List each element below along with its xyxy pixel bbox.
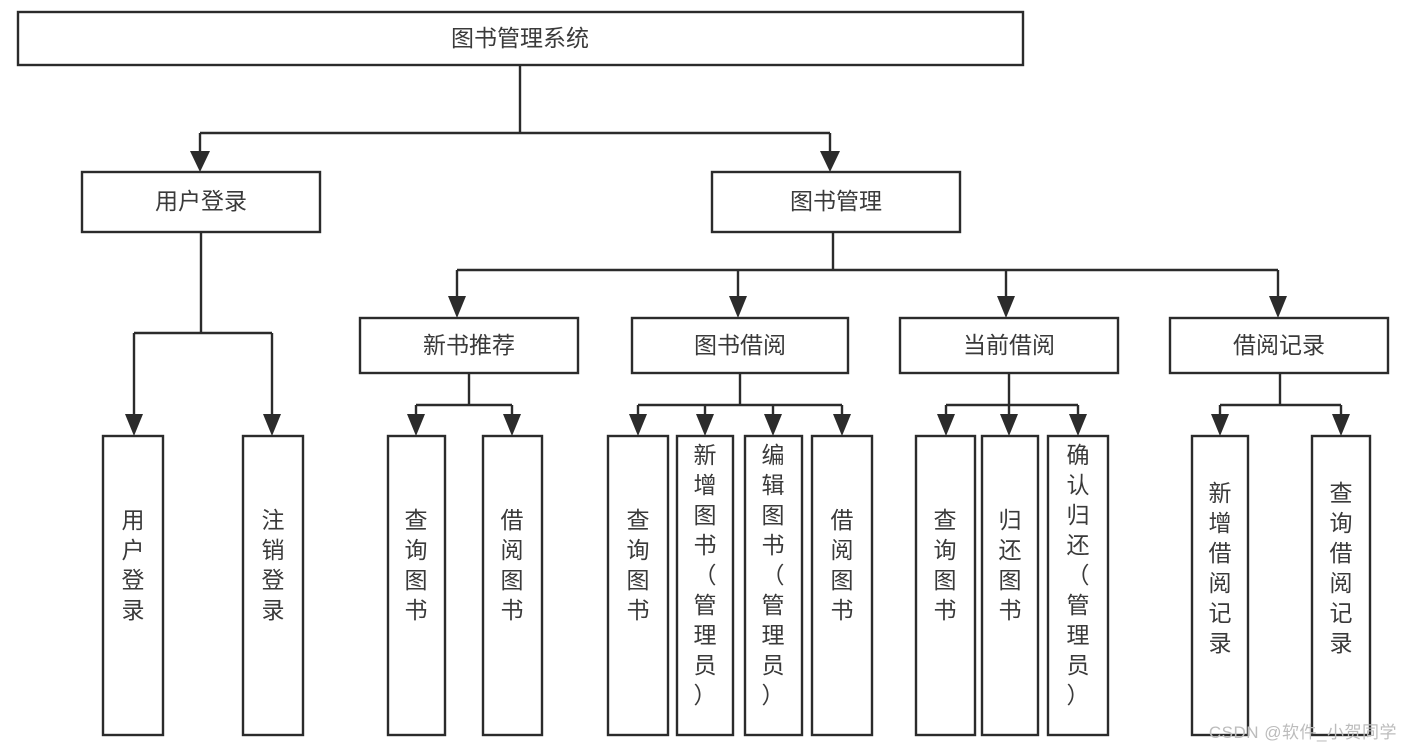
node-leaf-return-book[interactable]: 归还图书 [980,434,1040,737]
node-root[interactable]: 图书管理系统 [16,10,1025,67]
node-leaf-query-book-3-label: 查询图书 [934,507,957,623]
node-book-borrow-box[interactable] [630,316,850,375]
node-leaf-borrow-book-1[interactable]: 借阅图书 [481,434,544,737]
connector-layer [125,65,1350,436]
node-user-login[interactable]: 用户登录 [80,170,322,234]
node-book-manage[interactable]: 图书管理 [710,170,962,234]
node-leaf-query-book-2-label: 查询图书 [627,507,650,623]
node-leaf-user-login[interactable]: 用户登录 [101,434,165,737]
node-leaf-borrow-book-2[interactable]: 借阅图书 [810,434,874,737]
node-leaf-query-book-2-box[interactable] [606,434,670,737]
node-leaf-confirm-return[interactable]: 确认归还（管理员） [1046,434,1110,737]
node-borrow-record-box[interactable] [1168,316,1390,375]
node-leaf-query-book-1[interactable]: 查询图书 [386,434,447,737]
arrow-head-leaf-user-logout [263,414,281,436]
node-leaf-user-logout-box[interactable] [241,434,305,737]
arrow-head-current-borrow [997,296,1015,318]
node-new-book-recommend[interactable]: 新书推荐 [358,316,580,375]
arrow-head-leaf-query-book-1 [407,414,425,436]
node-leaf-query-book-3-box[interactable] [914,434,977,737]
node-root-box[interactable] [16,10,1025,67]
arrow-head-book-borrow [729,296,747,318]
node-leaf-borrow-book-1-box[interactable] [481,434,544,737]
node-leaf-confirm-return-box[interactable] [1046,434,1110,737]
node-leaf-user-login-label: 用户登录 [122,507,145,623]
arrow-head-leaf-add-book [696,414,714,436]
node-current-borrow-box[interactable] [898,316,1120,375]
node-new-book-recommend-box[interactable] [358,316,580,375]
node-user-login-box[interactable] [80,170,322,234]
arrow-head-leaf-edit-book [764,414,782,436]
node-borrow-record-label: 借阅记录 [1233,332,1325,358]
node-leaf-add-book-box[interactable] [675,434,735,737]
node-leaf-return-book-label: 归还图书 [999,507,1022,623]
node-leaf-edit-book-box[interactable] [743,434,804,737]
node-leaf-query-borrow-record-box[interactable] [1310,434,1372,737]
node-leaf-query-book-1-box[interactable] [386,434,447,737]
node-leaf-add-book[interactable]: 新增图书（管理员） [675,434,735,737]
node-current-borrow[interactable]: 当前借阅 [898,316,1120,375]
node-leaf-edit-book[interactable]: 编辑图书（管理员） [743,434,804,737]
arrow-head-user-login [190,151,210,172]
node-new-book-recommend-label: 新书推荐 [423,332,515,358]
arrow-head-leaf-confirm-return [1069,414,1087,436]
node-leaf-return-book-box[interactable] [980,434,1040,737]
node-leaf-user-logout-label: 注销登录 [262,507,285,623]
arrow-head-leaf-query-book-3 [937,414,955,436]
arrow-head-book-manage [820,151,840,172]
node-leaf-borrow-book-2-label: 借阅图书 [831,507,854,623]
arrow-head-leaf-add-borrow-record [1211,414,1229,436]
node-leaf-query-book-1-label: 查询图书 [405,507,428,623]
node-leaf-query-book-3[interactable]: 查询图书 [914,434,977,737]
node-leaf-query-borrow-record-label: 查询借阅记录 [1330,480,1353,656]
arrow-head-leaf-query-borrow-record [1332,414,1350,436]
node-leaf-confirm-return-label: 确认归还（管理员） [1067,442,1090,708]
arrow-head-leaf-borrow-book-2 [833,414,851,436]
node-leaf-user-logout[interactable]: 注销登录 [241,434,305,737]
node-book-manage-label: 图书管理 [790,188,882,214]
node-leaf-borrow-book-2-box[interactable] [810,434,874,737]
node-leaf-add-borrow-record-label: 新增借阅记录 [1209,480,1232,656]
arrow-head-leaf-query-book-2 [629,414,647,436]
node-leaf-borrow-book-1-label: 借阅图书 [501,507,524,623]
node-book-manage-box[interactable] [710,170,962,234]
node-leaf-add-borrow-record-box[interactable] [1190,434,1250,737]
node-leaf-query-borrow-record[interactable]: 查询借阅记录 [1310,434,1372,737]
arrow-head-new-book-recommend [448,296,466,318]
node-root-label: 图书管理系统 [451,25,589,51]
arrow-head-leaf-user-login [125,414,143,436]
node-leaf-user-login-box[interactable] [101,434,165,737]
node-current-borrow-label: 当前借阅 [963,332,1055,358]
node-book-borrow[interactable]: 图书借阅 [630,316,850,375]
node-leaf-query-book-2[interactable]: 查询图书 [606,434,670,737]
node-user-login-label: 用户登录 [155,188,247,214]
node-book-borrow-label: 图书借阅 [694,332,786,358]
arrow-head-leaf-return-book [1000,414,1018,436]
arrow-head-leaf-borrow-book-1 [503,414,521,436]
node-leaf-add-borrow-record[interactable]: 新增借阅记录 [1190,434,1250,737]
node-layer: 图书管理系统 用户登录 图书管理 新书推荐 图书借阅 [16,10,1390,737]
node-leaf-edit-book-label: 编辑图书（管理员） [762,442,785,708]
node-borrow-record[interactable]: 借阅记录 [1168,316,1390,375]
node-leaf-add-book-label: 新增图书（管理员） [694,442,717,708]
arrow-head-borrow-record [1269,296,1287,318]
